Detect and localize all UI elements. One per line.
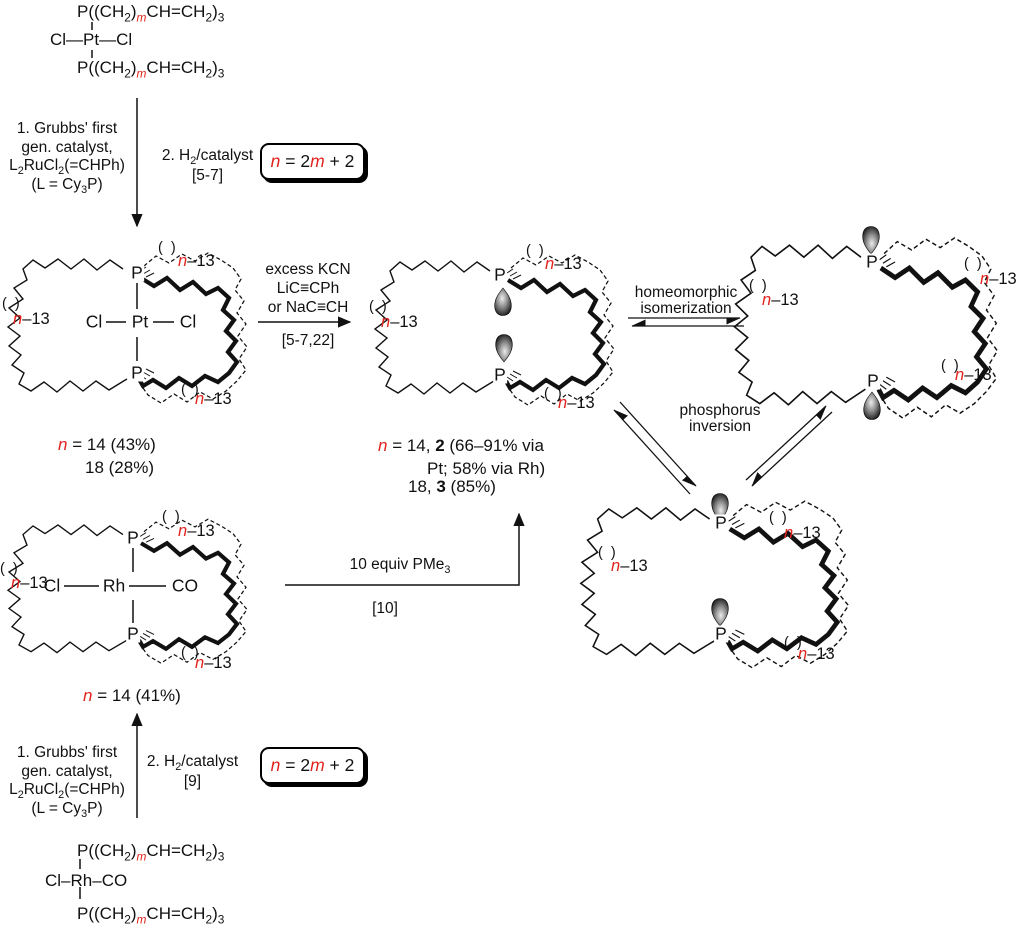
homeomorphic-label-2: isomerization xyxy=(640,300,732,317)
ring-repeat-label: n–13 xyxy=(11,574,48,592)
equilibrium-arrow-inversion-left xyxy=(613,401,697,495)
pt-macrocycle-rings xyxy=(8,253,247,403)
n-equation-box-bottom: n = 2m + 2 xyxy=(260,747,365,784)
arrow-elbow-pme3 xyxy=(285,512,525,586)
product-yield-line-1: n = 14, 2 (66–91% via xyxy=(378,436,544,455)
p-atom: P xyxy=(493,364,507,385)
rh-atom: Rh xyxy=(101,575,127,596)
pt-yield-line-2: 18 (28%) xyxy=(85,458,154,477)
p-atom: P xyxy=(865,251,879,272)
cl-ligand: Cl xyxy=(178,311,198,332)
ring-paren: ( ) xyxy=(162,509,182,525)
ring-repeat-label: n–13 xyxy=(980,270,1017,288)
n-equation-box-top: n = 2m + 2 xyxy=(260,143,365,180)
pt-precursor-phosphine-bottom: P((CH2)mCH=CH2)3 xyxy=(77,58,225,81)
n-equation: n = 2m + 2 xyxy=(270,755,355,775)
p-atom: P xyxy=(126,623,140,644)
pt-atom: Pt xyxy=(130,311,150,332)
lone-pair-lobe xyxy=(495,334,513,363)
ring-paren: ( ) xyxy=(784,635,804,651)
rh-precursor-center: Cl–Rh–CO xyxy=(45,871,128,890)
ring-repeat-label: n–13 xyxy=(178,252,215,270)
ring-paren: ( ) xyxy=(598,545,618,561)
ring-repeat-label: n–13 xyxy=(13,310,50,328)
condition-line: gen. catalyst, xyxy=(21,762,113,780)
ring-repeat-label: n–13 xyxy=(195,390,232,408)
ring-repeat-label: n–13 xyxy=(195,654,232,672)
ring-repeat-label: n–13 xyxy=(381,313,418,331)
hydrogenation-step-top: 2. H2/catalyst xyxy=(161,147,254,168)
p-atom: P xyxy=(126,527,140,548)
p-atom: P xyxy=(714,623,728,644)
co-ligand: CO xyxy=(170,575,200,596)
kcn-reagent-1: excess KCN xyxy=(265,261,351,278)
ring-paren: ( ) xyxy=(0,561,20,577)
pt-precursor-phosphine-top: P((CH2)mCH=CH2)3 xyxy=(77,2,225,25)
rh-yield: n = 14 (41%) xyxy=(83,686,181,705)
rh-precursor-phosphine-bottom: P((CH2)mCH=CH2)3 xyxy=(77,904,225,927)
lone-pair-lobe xyxy=(862,226,880,255)
ring-paren: ( ) xyxy=(2,296,22,312)
homeomorphic-label-1: homeomorphic xyxy=(634,284,738,301)
ring-paren: ( ) xyxy=(369,299,389,315)
ring-repeat-label: n–13 xyxy=(545,255,582,273)
ring-repeat-label: n–13 xyxy=(178,522,215,540)
equilibrium-arrow-inversion-right xyxy=(745,405,833,487)
p-atom: P xyxy=(130,362,144,383)
pme3-reagent: 10 equiv PMe3 xyxy=(349,556,451,577)
ring-paren: ( ) xyxy=(769,510,789,526)
p-atom: P xyxy=(493,264,507,285)
lone-pair-lobe xyxy=(494,287,512,316)
cl-ligand: Cl xyxy=(84,311,104,332)
inversion-label-1: phosphorus xyxy=(679,402,761,419)
rh-center-bonds xyxy=(64,548,166,623)
product-yield-line-2: Pt; 58% via Rh) xyxy=(427,459,546,478)
ring-paren: ( ) xyxy=(181,645,201,661)
pt-yield-line-1: n = 14 (43%) xyxy=(58,435,156,454)
ring-repeat-label: n–13 xyxy=(955,366,992,384)
kcn-reagent-2: LiC≡CPh xyxy=(276,280,340,297)
ring-repeat-label: n–13 xyxy=(611,557,648,575)
ring-repeat-label: n–13 xyxy=(558,394,595,412)
ring-paren: ( ) xyxy=(544,386,564,402)
n-equation: n = 2m + 2 xyxy=(270,151,355,171)
rh-precursor-phosphine-top: P((CH2)mCH=CH2)3 xyxy=(77,841,225,864)
condition-line: L2RuCl2(=CHPh) xyxy=(9,781,125,802)
ring-paren: ( ) xyxy=(749,278,769,294)
inversion-label-2: inversion xyxy=(688,418,752,435)
p-atom: P xyxy=(714,512,728,533)
lone-pair-lobe xyxy=(863,391,881,420)
ring-paren: ( ) xyxy=(941,358,961,374)
pt-precursor-center: Cl—Pt—Cl xyxy=(50,30,133,49)
product-yield-line-3: 18, 3 (85%) xyxy=(408,477,496,496)
ring-paren: ( ) xyxy=(181,382,201,398)
kcn-reference: [5-7,22] xyxy=(281,332,335,349)
ring-paren: ( ) xyxy=(526,243,546,259)
condition-line: 1. Grubbs' first xyxy=(16,744,118,761)
kcn-reagent-3: or NaC≡CH xyxy=(267,299,349,316)
ring-repeat-label: n–13 xyxy=(762,291,799,309)
ring-repeat-label: n–13 xyxy=(798,645,835,663)
hydrogenation-step-bottom: 2. H2/catalyst xyxy=(146,753,239,774)
cl-ligand: Cl xyxy=(42,575,62,596)
pt-center-bonds xyxy=(106,283,174,361)
p-atom: P xyxy=(866,370,880,391)
condition-line: gen. catalyst, xyxy=(21,138,113,156)
pme3-reference: [10] xyxy=(372,600,398,617)
p-atom: P xyxy=(130,262,144,283)
condition-line: (L = Cy3P) xyxy=(31,175,103,196)
condition-line: (L = Cy3P) xyxy=(31,799,103,820)
ring-paren: ( ) xyxy=(158,240,178,256)
ring-paren: ( ) xyxy=(964,256,984,272)
condition-line: L2RuCl2(=CHPh) xyxy=(9,157,125,178)
grubbs-conditions-top: 1. Grubbs' first gen. catalyst, L2RuCl2(… xyxy=(0,120,134,196)
equilibrium-arrow-homeomorphic xyxy=(628,317,744,327)
lone-pair-lobe xyxy=(711,598,729,627)
condition-line: 1. Grubbs' first xyxy=(16,120,118,137)
reference-bottom: [9] xyxy=(183,773,202,790)
ring-repeat-label: n–13 xyxy=(784,524,821,542)
grubbs-conditions-bottom: 1. Grubbs' first gen. catalyst, L2RuCl2(… xyxy=(0,744,134,820)
reference-top: [5-7] xyxy=(191,167,223,184)
